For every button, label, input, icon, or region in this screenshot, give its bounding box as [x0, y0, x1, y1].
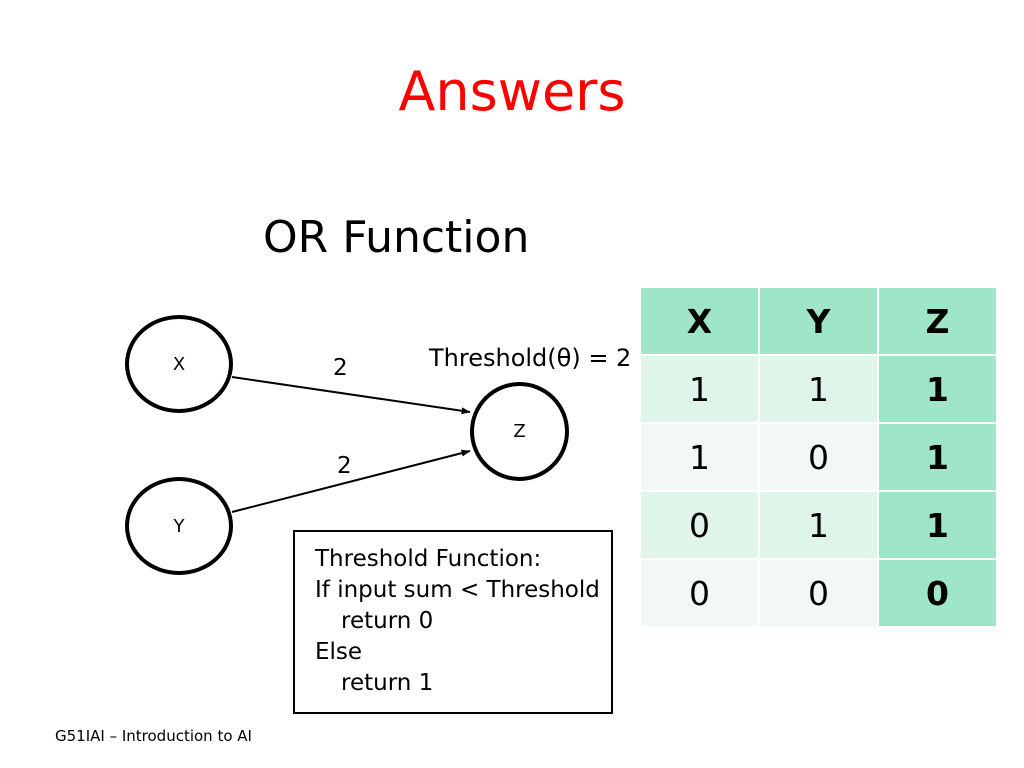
threshold-function-line: Else: [315, 639, 363, 665]
table-cell-x: 0: [641, 560, 758, 626]
node-z: Z: [470, 382, 569, 481]
table-row: 1 1 1: [641, 356, 996, 422]
table-row: 0 1 1: [641, 492, 996, 558]
weight-label-x-to-z: 2: [333, 355, 348, 381]
node-x: X: [125, 315, 233, 413]
table-cell-y: 1: [760, 492, 877, 558]
table-cell-z: 1: [879, 424, 996, 490]
threshold-annotation: Threshold(θ) = 2: [429, 344, 632, 372]
threshold-function-line: Threshold Function:: [315, 546, 542, 572]
node-y: Y: [125, 477, 233, 575]
table-header-cell-z: Z: [879, 288, 996, 354]
table-cell-z: 0: [879, 560, 996, 626]
table-cell-y: 0: [760, 560, 877, 626]
node-y-label: Y: [173, 515, 185, 537]
table-row: 1 0 1: [641, 424, 996, 490]
slide-footer: G51IAI – Introduction to AI: [55, 727, 252, 745]
table-header-cell-y: Y: [760, 288, 877, 354]
truth-table: X Y Z 1 1 1 1 0 1 0 1 1 0 0 0: [639, 286, 998, 628]
threshold-function-line: return 1: [341, 670, 434, 696]
page-title: Answers: [398, 60, 626, 123]
table-cell-z: 1: [879, 356, 996, 422]
table-cell-x: 1: [641, 424, 758, 490]
weight-label-y-to-z: 2: [337, 453, 352, 479]
table-cell-x: 1: [641, 356, 758, 422]
table-cell-y: 1: [760, 356, 877, 422]
table-header-cell-x: X: [641, 288, 758, 354]
threshold-function-line: return 0: [341, 608, 434, 634]
table-cell-x: 0: [641, 492, 758, 558]
edge-x-to-z: [231, 376, 471, 415]
table-cell-z: 1: [879, 492, 996, 558]
subtitle: OR Function: [263, 212, 530, 263]
node-x-label: X: [172, 353, 186, 375]
threshold-function-line: If input sum < Threshold: [315, 577, 600, 603]
table-cell-y: 0: [760, 424, 877, 490]
table-row: 0 0 0: [641, 560, 996, 626]
threshold-function-box: Threshold Function: If input sum < Thres…: [293, 530, 613, 714]
table-header-row: X Y Z: [641, 288, 996, 354]
node-z-label: Z: [513, 421, 526, 442]
